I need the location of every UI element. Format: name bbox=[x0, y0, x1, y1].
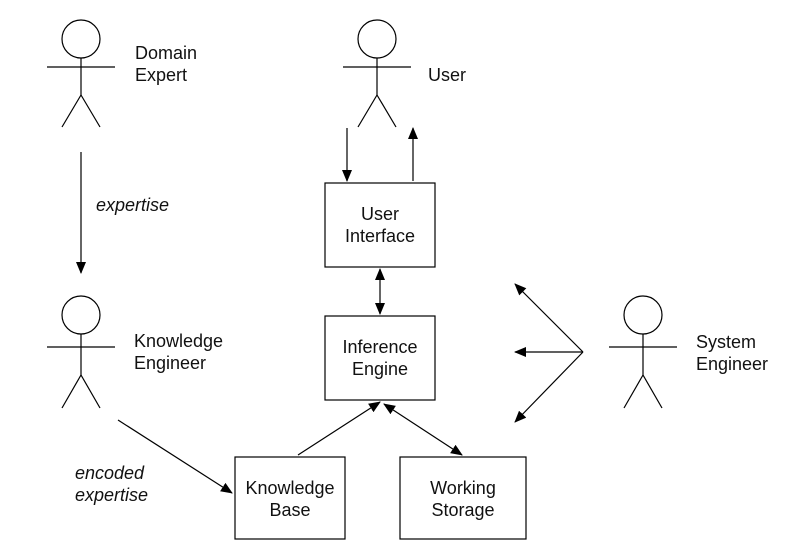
knowledge-base-to-engine-arrow bbox=[297, 401, 381, 456]
knowledge-base-box bbox=[234, 456, 346, 540]
encoded-expertise-label-line1: encoded bbox=[75, 463, 145, 483]
working-storage-label-line1: Working bbox=[430, 478, 496, 498]
inference-engine-label-line2: Engine bbox=[351, 359, 409, 379]
domain-expert-label-line1: Domain bbox=[135, 43, 198, 63]
domain-expert-label-line2: Expert bbox=[135, 65, 188, 85]
engine-working-storage-arrow bbox=[383, 403, 463, 456]
knowledge-base-label-line2: Base bbox=[269, 500, 311, 520]
user-interface-box bbox=[324, 182, 436, 268]
knowledge-base-label: Knowledge Base bbox=[225, 477, 355, 521]
inference-engine-label: Inference Engine bbox=[325, 336, 435, 380]
expertise-label: expertise bbox=[96, 195, 170, 215]
knowledge-engineer-actor bbox=[47, 295, 115, 409]
domain-expert-actor bbox=[47, 19, 115, 128]
knowledge-engineer-label: Knowledge Engineer bbox=[134, 330, 223, 374]
system-engineer-label: System Engineer bbox=[696, 331, 768, 375]
knowledge-engineer-label-line1: Knowledge bbox=[134, 331, 224, 351]
system-engineer-arrow-up bbox=[514, 283, 584, 353]
system-engineer-label-line2: Engineer bbox=[696, 354, 769, 374]
user-interface-label-line2: Interface bbox=[344, 226, 416, 246]
user-label: User bbox=[428, 65, 467, 85]
user-interface-label-line1: User bbox=[360, 204, 399, 224]
working-storage-label-line2: Storage bbox=[431, 500, 495, 520]
inference-engine-label-line1: Inference bbox=[342, 337, 418, 357]
domain-expert-label: Domain Expert bbox=[135, 42, 197, 86]
system-engineer-actor bbox=[609, 295, 677, 409]
user-actor bbox=[343, 19, 411, 128]
system-engineer-label-line1: System bbox=[696, 332, 757, 352]
system-engineer-arrow-down bbox=[514, 351, 584, 423]
knowledge-base-label-line1: Knowledge bbox=[245, 478, 335, 498]
working-storage-label: Working Storage bbox=[400, 477, 526, 521]
user-interface-label: User Interface bbox=[325, 203, 435, 247]
inference-engine-box bbox=[324, 315, 436, 401]
knowledge-engineer-label-line2: Engineer bbox=[134, 353, 207, 373]
encoded-expertise-label: encoded expertise bbox=[75, 462, 148, 506]
encoded-expertise-arrow bbox=[117, 419, 233, 494]
encoded-expertise-label-line2: expertise bbox=[75, 485, 149, 505]
working-storage-box bbox=[399, 456, 527, 540]
